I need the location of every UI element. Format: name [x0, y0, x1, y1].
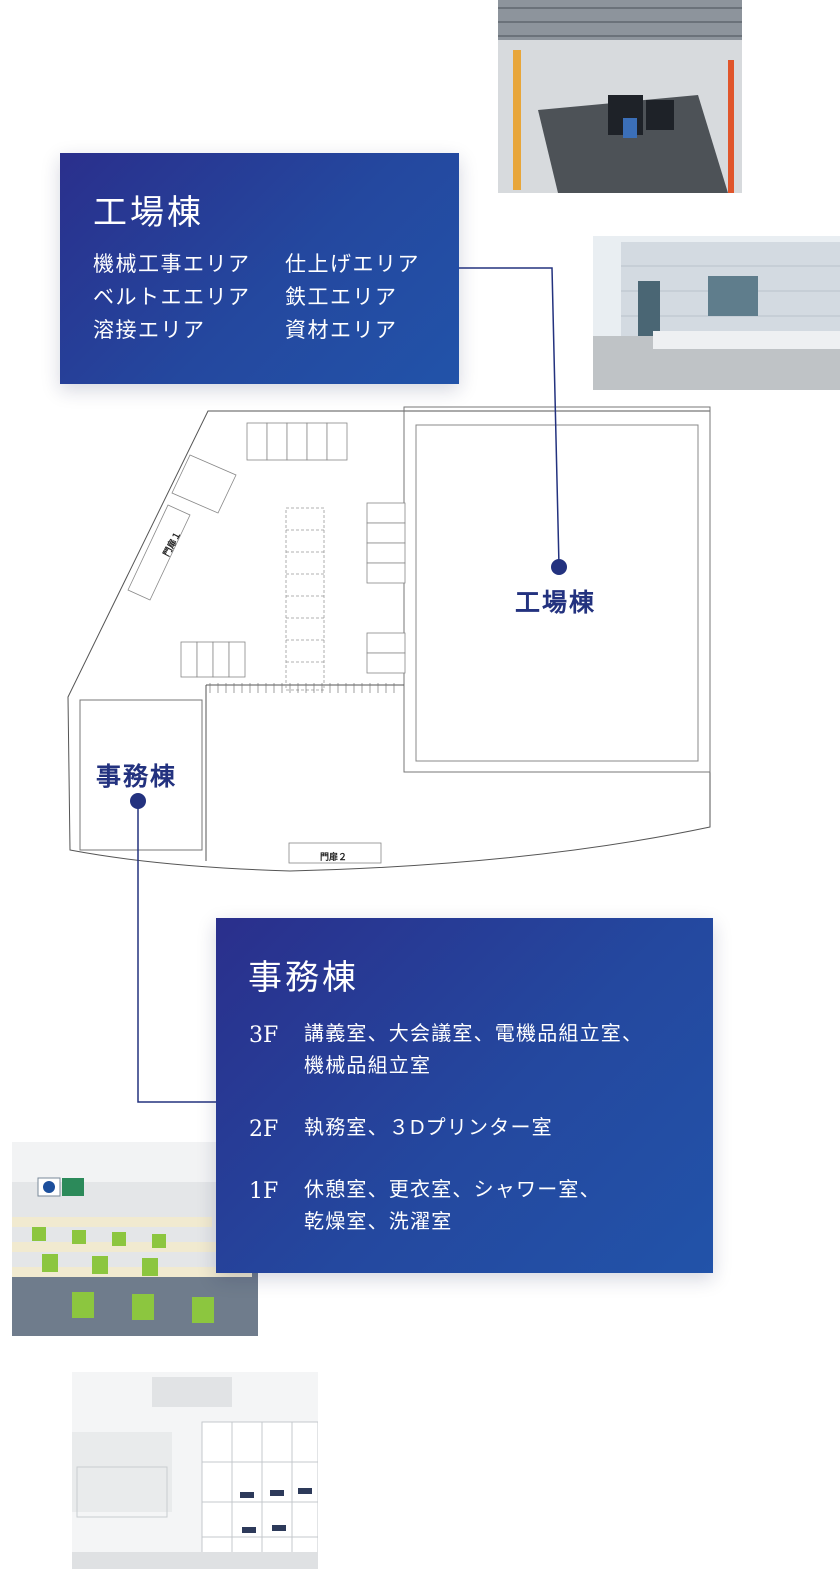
floor-row-3f: 3F 講義室、大会議室、電機品組立室、 機械品組立室	[249, 1018, 704, 1082]
factory-area-item: 機械工事エリア	[93, 253, 251, 276]
factory-area-item: 資材エリア	[285, 319, 398, 342]
floor-number: 2F	[249, 1117, 279, 1142]
factory-area-item: 仕上げエリア	[285, 253, 420, 276]
office-panel-title: 事務棟	[248, 958, 359, 998]
floor-rooms: 講義室、大会議室、電機品組立室、 機械品組立室	[304, 1023, 644, 1077]
factory-map-label: 工場棟	[515, 588, 597, 617]
site-floor-plan: 門扉１ 門扉２ 工場棟 事務棟	[50, 395, 720, 885]
factory-building-panel: 工場棟 機械工事エリア 仕上げエリア ベルトエエリア 鉄工エリア 溶接エリア 資…	[60, 153, 459, 384]
factory-area-list: 機械工事エリア 仕上げエリア ベルトエエリア 鉄工エリア 溶接エリア 資材エリア	[93, 251, 455, 344]
lecture-room-photo	[12, 1142, 258, 1336]
floor-plan-drawing	[67, 406, 711, 872]
floor-rooms: 執務室、３Dプリンター室	[304, 1117, 553, 1139]
office-building-panel: 事務棟 3F 講義室、大会議室、電機品組立室、 機械品組立室 2F 執務室、３D…	[216, 918, 713, 1273]
factory-exterior-photo	[593, 236, 840, 390]
gate-2-label: 門扉２	[320, 853, 348, 863]
factory-area-item: ベルトエエリア	[93, 286, 251, 309]
factory-interior-photo	[498, 0, 742, 193]
factory-panel-title: 工場棟	[93, 193, 204, 233]
floor-row-2f: 2F 執務室、３Dプリンター室	[249, 1112, 704, 1146]
office-map-label: 事務棟	[96, 762, 178, 791]
floor-number: 1F	[249, 1179, 279, 1204]
factory-area-item: 鉄工エリア	[285, 286, 398, 309]
floor-row-1f: 1F 休憩室、更衣室、シャワー室、 乾燥室、洗濯室	[249, 1174, 704, 1238]
locker-room-photo	[72, 1372, 318, 1569]
factory-area-item: 溶接エリア	[93, 319, 206, 342]
floor-number: 3F	[249, 1023, 279, 1048]
floor-rooms: 休憩室、更衣室、シャワー室、 乾燥室、洗濯室	[304, 1179, 601, 1233]
